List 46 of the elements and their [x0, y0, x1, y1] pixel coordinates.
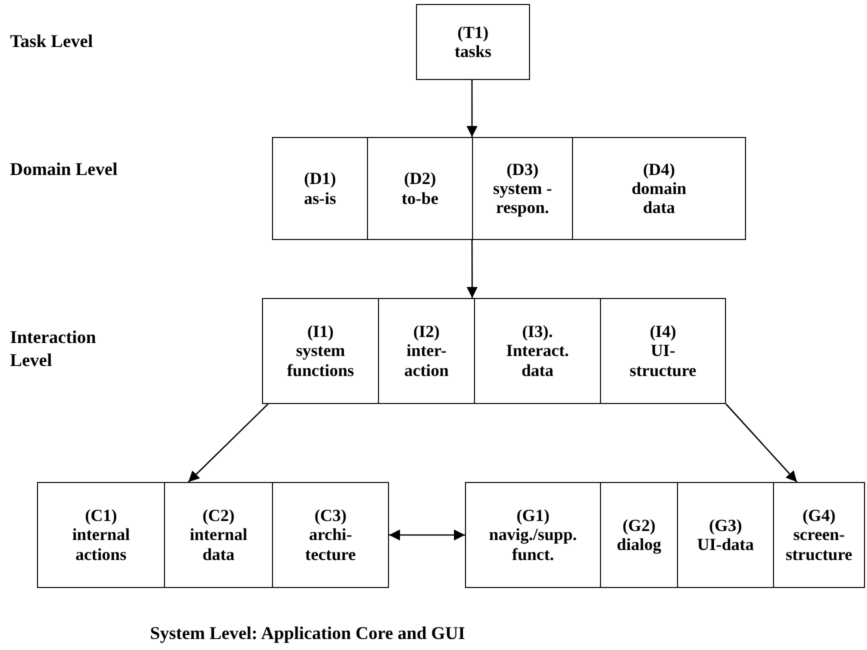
level-label: Interaction Level — [10, 326, 97, 372]
arrow — [466, 80, 478, 137]
cell-id: (C2) — [202, 506, 235, 526]
cell-text: Interact. data — [505, 341, 570, 380]
group-box — [465, 482, 865, 588]
cell-id: (D4) — [642, 160, 676, 179]
cell-text: internal data — [188, 525, 248, 564]
group-box — [37, 482, 389, 588]
cell-text: navig./supp. funct. — [488, 525, 578, 564]
level-label: System Level: Application Core and GUI — [150, 622, 466, 645]
arrow — [466, 240, 478, 298]
cell-text: screen- structure — [784, 525, 854, 564]
cell-text: UI- structure — [628, 341, 698, 380]
cell-text: system functions — [286, 341, 356, 380]
cell-text: UI-data — [697, 535, 754, 554]
cell-text: to-be — [402, 188, 438, 208]
cell-id: (D2) — [404, 169, 436, 188]
arrow — [726, 404, 798, 482]
cell-id: (G2) — [622, 516, 656, 535]
group-box — [272, 137, 746, 240]
cell-id: (D3) — [506, 160, 539, 179]
cell-id: (I2) — [413, 322, 440, 342]
process-box — [416, 4, 530, 80]
cell-text: as-is — [304, 188, 336, 208]
cell-text: internal actions — [71, 525, 131, 564]
cell-id: (I3). — [522, 322, 553, 342]
cell-text: tasks — [454, 42, 492, 62]
cell-text: inter- action — [403, 341, 450, 380]
cell-text: archi- tecture — [304, 525, 357, 564]
cell-id: (D1) — [304, 169, 336, 188]
arrow — [389, 530, 465, 540]
level-label: Task Level — [10, 30, 94, 53]
cell-id: (I4) — [650, 322, 676, 342]
arrow — [188, 404, 268, 482]
level-label: Domain Level — [10, 158, 118, 181]
cell-id: (G1) — [516, 506, 550, 526]
cell-id: (C1) — [84, 506, 118, 526]
cell-id: (I1) — [307, 322, 334, 342]
cell-id: (G4) — [802, 506, 836, 526]
cell-id: (G3) — [708, 516, 742, 535]
cell-id: (T1) — [457, 22, 489, 42]
cell-id: (C3) — [314, 506, 347, 526]
cell-text: domain data — [630, 178, 688, 218]
cell-text: dialog — [616, 535, 662, 554]
cell-text: system -respon. — [492, 178, 553, 218]
group-box — [262, 298, 726, 404]
